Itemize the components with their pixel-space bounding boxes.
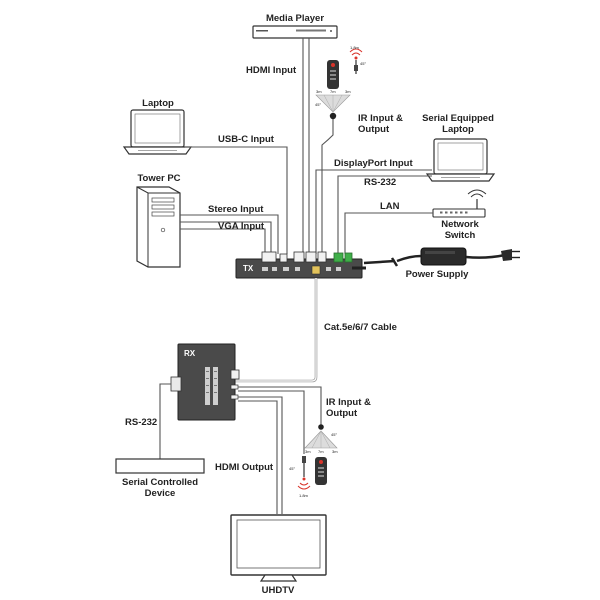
serial-laptop-label-1: Serial Equipped [422, 113, 494, 124]
tx-dp-port [305, 251, 317, 263]
tx-ir-angle: 45° [360, 61, 366, 66]
media-player: Media Player [252, 13, 338, 39]
tx-hdmi-port [293, 251, 305, 263]
rx-wires [159, 383, 322, 514]
tx-audio-port [279, 253, 288, 263]
rs232-rx-label: RS-232 [125, 417, 157, 428]
rx-hdmi-port [230, 394, 239, 400]
tx-ir-range-right: 3m [345, 89, 351, 94]
ir-rx-label-1: IR Input & [326, 397, 371, 408]
rx-ir-far-range: 1.8m [299, 493, 309, 498]
tx-ir-range-left: 3m [316, 89, 322, 94]
tx-ir-range-mid: 7m [330, 89, 336, 94]
rx-ir-range-left: 3m [305, 449, 311, 454]
tower-pc: Tower PC [136, 173, 181, 268]
tx-label: TX [243, 264, 254, 273]
rx-ir-port [230, 384, 239, 390]
rx-rs232-port [170, 376, 182, 392]
tower-pc-label: Tower PC [137, 173, 180, 184]
rx-ir-group: 3m 7m 3m 45° 45° 1.8m [289, 424, 338, 498]
tx-ir-far-range: 1.8m [350, 45, 360, 50]
displayport-input-label: DisplayPort Input [334, 158, 413, 169]
serial-controlled-device: Serial Controlled Device [115, 458, 205, 499]
power-supply-label: Power Supply [406, 269, 470, 280]
vga-input-label: VGA Input [218, 221, 265, 232]
rx-ir-angle: 45° [289, 466, 295, 471]
hdmi-output-label: HDMI Output [215, 462, 274, 473]
serial-device-label-2: Device [145, 488, 176, 499]
tx-ir-port [317, 251, 327, 263]
ir-tx-label-1: IR Input & [358, 113, 403, 124]
uhdtv-label: UHDTV [262, 585, 295, 596]
cat-cable-label: Cat.5e/6/7 Cable [324, 322, 397, 333]
cat-cable [233, 278, 318, 383]
power-supply: Power Supply [363, 247, 520, 280]
rx-label: RX [184, 349, 196, 358]
connection-labels: HDMI Input IR Input & Output USB-C Input… [125, 65, 413, 473]
laptop: Laptop [122, 98, 193, 155]
rx-ir-range-mid: 7m [318, 449, 324, 454]
media-player-label: Media Player [266, 13, 324, 24]
tx-unit: TX [235, 251, 366, 279]
rs232-tx-label: RS-232 [364, 177, 396, 188]
serial-laptop-label-2: Laptop [442, 124, 474, 135]
lan-label: LAN [380, 201, 400, 212]
tx-rs232-port [333, 252, 344, 263]
tx-wires [180, 38, 433, 254]
ir-rx-label-2: Output [326, 408, 358, 419]
serial-laptop: Serial Equipped Laptop [422, 113, 496, 182]
serial-device-label-1: Serial Controlled [122, 477, 198, 488]
hdmi-input-label: HDMI Input [246, 65, 297, 76]
ir-tx-label-2: Output [358, 124, 390, 135]
uhdtv: UHDTV [230, 514, 327, 596]
tx-vga-port [261, 251, 277, 263]
laptop-label: Laptop [142, 98, 174, 109]
rx-ir-emit-angle: 45° [331, 432, 337, 437]
tx-ir-emit-angle: 45° [315, 102, 321, 107]
network-switch-label-1: Network [441, 219, 479, 230]
network-switch: Network Switch [432, 189, 487, 241]
rx-hdbaset-port [230, 369, 240, 380]
tx-ir-group: 1.8m 45° 3m 7m 3m 45° [315, 45, 366, 120]
tx-hdbaset-port [311, 265, 321, 275]
network-switch-label-2: Switch [445, 230, 476, 241]
stereo-input-label: Stereo Input [208, 204, 264, 215]
tx-lan-port [344, 252, 353, 263]
rx-ir-range-right: 3m [332, 449, 338, 454]
usbc-input-label: USB-C Input [218, 134, 275, 145]
rx-unit: RX [170, 343, 240, 421]
